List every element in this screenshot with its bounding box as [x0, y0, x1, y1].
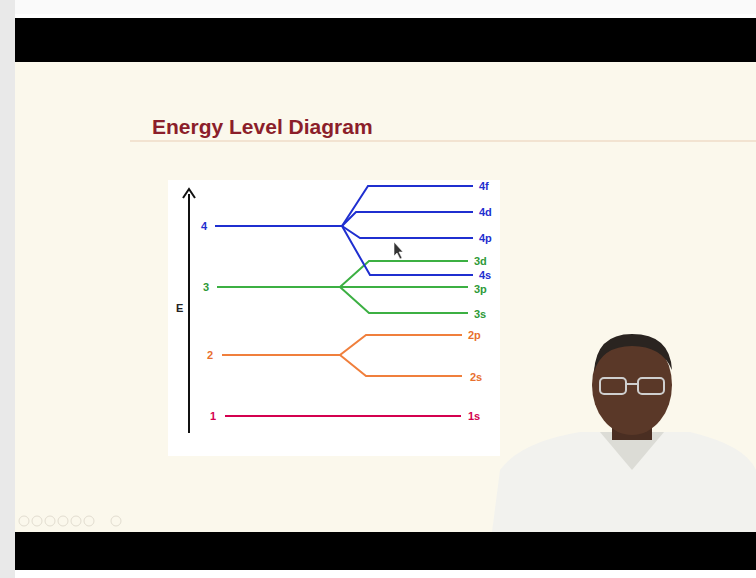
title-rule: [130, 140, 756, 142]
glasses-bridge: [626, 383, 638, 385]
level-line: [342, 226, 473, 238]
control-dot: [19, 516, 29, 526]
level-four-lines: [215, 186, 473, 275]
glasses-lens: [638, 378, 664, 394]
top-strip: [15, 0, 756, 14]
presenter-shirt: [492, 432, 756, 532]
shell-number: 2: [207, 350, 213, 361]
shell-number: 1: [210, 411, 216, 422]
axis-label: E: [176, 303, 183, 314]
control-dot: [58, 516, 68, 526]
slide-title: Energy Level Diagram: [152, 114, 373, 139]
presenter-hair: [594, 334, 672, 372]
level-line: [340, 355, 462, 376]
glasses-lens: [600, 378, 626, 394]
slide-controls: [19, 516, 121, 526]
level-line: [342, 226, 473, 275]
subshell-label: 4p: [479, 233, 492, 244]
presenter-glasses: [600, 378, 664, 394]
control-dot: [111, 516, 121, 526]
mouse-pointer: [394, 242, 403, 259]
control-dot: [32, 516, 42, 526]
presenter-figure: [492, 334, 756, 532]
subshell-label: 4s: [479, 270, 491, 281]
axis-arrowhead: [183, 189, 195, 198]
level-line: [340, 286, 468, 288]
level-line: [215, 186, 473, 226]
subshell-label: 4f: [479, 181, 489, 192]
bottom-bar: [15, 532, 756, 570]
diagram-panel: [168, 180, 500, 456]
subshell-label: 4d: [479, 207, 492, 218]
level-two-lines: [222, 335, 462, 376]
shell-number: 4: [201, 221, 207, 232]
control-dot: [45, 516, 55, 526]
top-bar: [15, 18, 756, 62]
level-line: [340, 287, 468, 313]
control-dot: [71, 516, 81, 526]
presenter-head: [592, 335, 672, 435]
subshell-label: 1s: [468, 411, 480, 422]
subshell-label: 3d: [474, 256, 487, 267]
subshell-label: 3s: [474, 309, 486, 320]
level-line: [222, 335, 462, 355]
control-dot: [84, 516, 94, 526]
subshell-label: 2p: [468, 330, 481, 341]
subshell-label: 2s: [470, 372, 482, 383]
slide-ground: [15, 62, 756, 532]
subshell-label: 3p: [474, 284, 487, 295]
level-line: [225, 415, 461, 417]
level-line: [342, 212, 473, 226]
energy-axis: [188, 194, 190, 433]
level-three-lines: [217, 261, 468, 313]
window-edge: [0, 0, 15, 578]
shell-number: 3: [203, 282, 209, 293]
